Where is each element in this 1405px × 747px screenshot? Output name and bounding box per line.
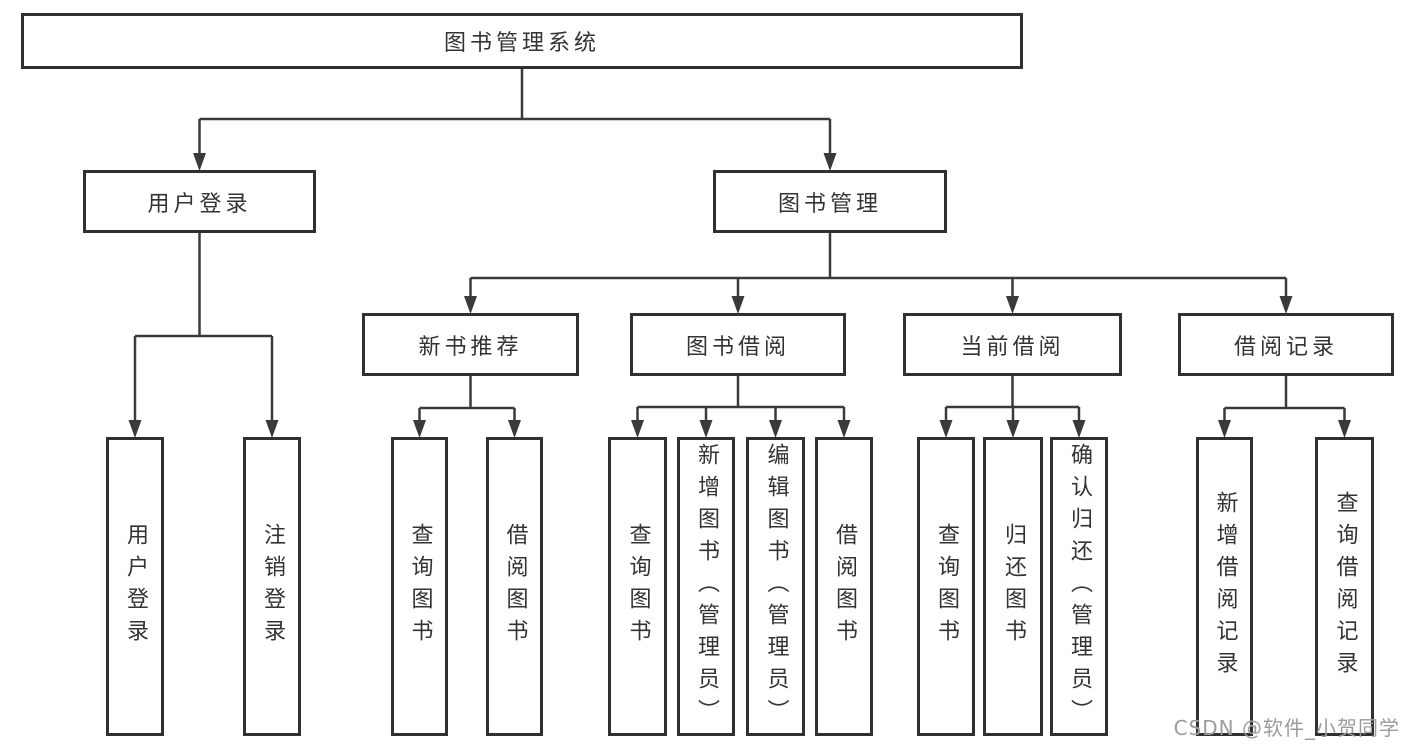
node-label: 查询图书 xyxy=(625,522,651,651)
node-label: 借阅图书 xyxy=(502,522,528,651)
node-leaf-borrow-books-2: 借阅图书 xyxy=(815,437,873,736)
node-label: 新增图书（管理员） xyxy=(694,442,719,731)
node-current-borrowing: 当前借阅 xyxy=(903,313,1122,376)
node-new-book-recommend: 新书推荐 xyxy=(362,313,579,376)
node-label: 确认归还（管理员） xyxy=(1067,442,1092,731)
node-label: 图书管理系统 xyxy=(443,31,600,56)
node-leaf-confirm-return-admin: 确认归还（管理员） xyxy=(1050,437,1108,736)
node-label: 新增借阅记录 xyxy=(1212,490,1238,683)
node-user-login: 用户登录 xyxy=(83,170,316,233)
node-leaf-query-borrow-record: 查询借阅记录 xyxy=(1315,437,1374,736)
node-leaf-query-books-3: 查询图书 xyxy=(917,437,975,736)
node-label: 当前借阅 xyxy=(960,334,1065,360)
node-leaf-logout: 注销登录 xyxy=(243,437,301,736)
node-label: 注销登录 xyxy=(260,522,285,651)
node-leaf-edit-books-admin: 编辑图书（管理员） xyxy=(746,437,805,736)
node-label: 借阅图书 xyxy=(832,522,857,651)
node-label: 归还图书 xyxy=(1001,522,1026,651)
watermark: CSDN @软件_小贺同学 xyxy=(1173,716,1400,740)
node-label: 图书管理 xyxy=(777,191,882,217)
node-book-management: 图书管理 xyxy=(713,170,947,233)
node-label: 用户登录 xyxy=(147,191,252,217)
node-leaf-borrow-books-1: 借阅图书 xyxy=(486,437,543,736)
node-label: 查询图书 xyxy=(407,522,433,651)
node-label: 新书推荐 xyxy=(418,334,523,360)
node-label: 借阅记录 xyxy=(1233,334,1338,360)
node-label: 图书借阅 xyxy=(685,334,790,360)
node-label: 查询借阅记录 xyxy=(1332,490,1358,683)
node-leaf-return-books: 归还图书 xyxy=(983,437,1043,736)
node-leaf-user-login: 用户登录 xyxy=(106,437,164,736)
node-leaf-query-books-1: 查询图书 xyxy=(391,437,448,736)
node-borrowing-records: 借阅记录 xyxy=(1178,313,1394,376)
node-leaf-add-books-admin: 新增图书（管理员） xyxy=(677,437,735,736)
node-library-system: 图书管理系统 xyxy=(21,13,1023,69)
node-book-borrowing: 图书借阅 xyxy=(630,313,846,376)
node-label: 用户登录 xyxy=(123,522,148,651)
node-leaf-add-borrow-record: 新增借阅记录 xyxy=(1196,437,1253,736)
node-label: 编辑图书（管理员） xyxy=(763,442,789,731)
node-label: 查询图书 xyxy=(934,522,959,651)
node-leaf-query-books-2: 查询图书 xyxy=(608,437,667,736)
